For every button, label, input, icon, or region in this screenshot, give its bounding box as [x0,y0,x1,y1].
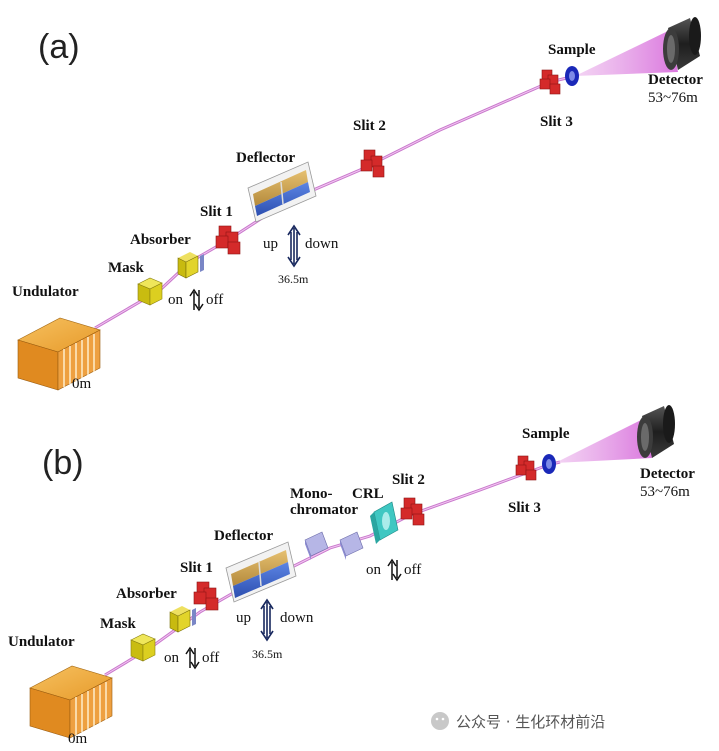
crl-b [370,501,399,544]
detector-distance-b: 53~76m [640,484,690,500]
panel-a: (a) Undulator 0m Mask [12,17,703,392]
slit3-a [539,69,561,95]
mono-label-line2-b: chromator [290,502,358,518]
absorber-a [177,252,204,279]
absorber-on-b: on [164,650,180,666]
slit1-label-a: Slit 1 [200,204,233,220]
sample-b [542,454,556,474]
slit2-b [400,497,425,526]
slit2-label-b: Slit 2 [392,472,425,488]
deflector-a [247,161,317,223]
deflector-label-a: Deflector [236,150,295,166]
watermark: 公众号 · 生化环材前沿 [431,712,605,731]
detector-a [663,17,701,70]
absorber-label-a: Absorber [130,232,191,248]
absorber-off-a: off [206,292,223,308]
deflector-label-b: Deflector [214,528,273,544]
sample-label-a: Sample [548,42,596,58]
watermark-text: 公众号 · 生化环材前沿 [456,713,605,731]
detector-label-b: Detector [640,466,695,482]
mask-label-b: Mask [100,616,136,632]
slit1-a [215,225,241,255]
deflector-arrow-b [260,598,274,642]
mono-label-line1-b: Mono- [290,486,333,502]
crl-toggle-arrows-b [387,558,402,582]
start-position-a: 0m [72,376,92,392]
beam-line-b [104,460,561,677]
absorber-on-a: on [168,292,184,308]
absorber-b [169,606,196,633]
mask-b [130,633,156,662]
deflector-up-b: up [236,610,251,626]
mask-label-a: Mask [108,260,144,276]
wechat-icon [431,712,449,730]
scatter-cone-b [555,418,652,463]
start-position-b: 0m [68,731,88,747]
slit3-label-b: Slit 3 [508,500,541,516]
panel-a-tag: (a) [38,28,80,66]
beam-line-a [94,74,576,330]
undulator-b [29,665,113,739]
undulator-label-a: Undulator [12,284,79,300]
crl-off-b: off [404,562,421,578]
deflector-distance-b: 36.5m [252,647,283,661]
slit2-label-a: Slit 2 [353,118,386,134]
slit2-a [360,149,385,178]
mask-a [137,277,163,306]
deflector-b [225,541,297,603]
crl-on-b: on [366,562,382,578]
panel-b-tag: (b) [42,444,84,482]
sample-label-b: Sample [522,426,570,442]
slit3-b [515,455,537,481]
slit1-b [193,581,219,611]
monochromator-b [304,531,364,560]
scatter-cone-a [575,30,678,76]
detector-label-a: Detector [648,72,703,88]
deflector-distance-a: 36.5m [278,272,309,286]
undulator-label-b: Undulator [8,634,75,650]
deflector-down-a: down [305,236,339,252]
absorber-toggle-arrows-a [189,288,204,312]
undulator-a [17,317,101,391]
detector-b [637,405,675,458]
absorber-toggle-arrows-b [185,646,200,670]
sample-a [565,66,579,86]
absorber-label-b: Absorber [116,586,177,602]
deflector-down-b: down [280,610,314,626]
slit3-label-a: Slit 3 [540,114,573,130]
slit1-label-b: Slit 1 [180,560,213,576]
deflector-arrow-a [287,224,301,268]
crl-label-b: CRL [352,486,384,502]
deflector-up-a: up [263,236,278,252]
absorber-off-b: off [202,650,219,666]
detector-distance-a: 53~76m [648,90,698,106]
panel-b: (b) Undulator 0m Mask [8,405,695,747]
